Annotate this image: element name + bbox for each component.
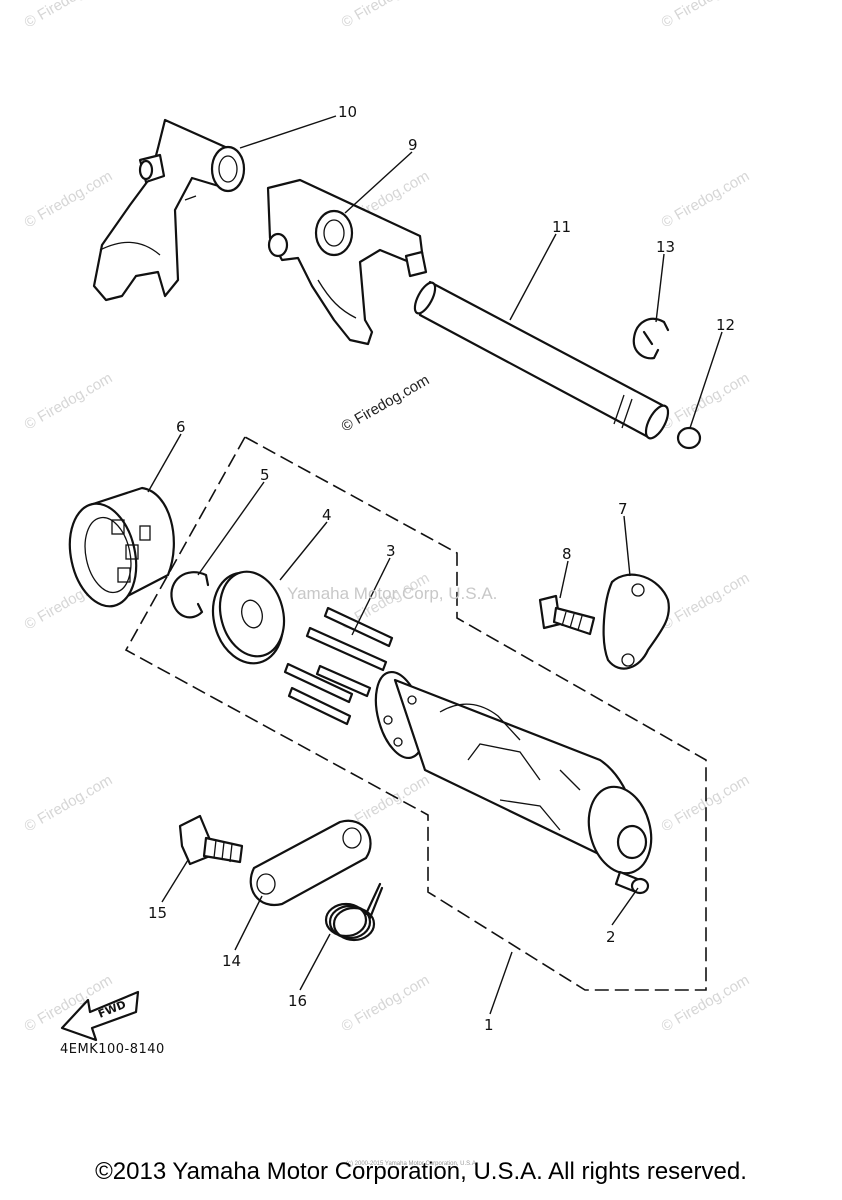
callout-1: 1	[484, 1016, 494, 1034]
watermark-text: © Firedog.com	[659, 167, 753, 231]
bearing-6	[68, 486, 175, 608]
shift-drum-1	[374, 671, 653, 875]
part-code: 4EMK100-8140	[60, 1042, 165, 1057]
circlip-5	[170, 571, 210, 619]
dowel-pin-2	[614, 870, 650, 895]
callout-5: 5	[260, 466, 270, 484]
o-ring-12	[676, 426, 702, 450]
shift-fork-9	[266, 178, 428, 346]
shift-fork-10	[92, 118, 246, 302]
callout-11: 11	[552, 218, 571, 236]
callout-8: 8	[562, 545, 572, 563]
watermark-text: © Firedog.com	[22, 771, 116, 835]
center-watermark: Yamaha Motor Corp, U.S.A.	[287, 584, 498, 603]
bolt-8	[538, 594, 596, 636]
callout-10: 10	[338, 103, 357, 121]
circlip-13	[632, 317, 670, 360]
watermark-text: © Firedog.com	[339, 971, 433, 1035]
pins-3	[283, 606, 394, 726]
callout-15: 15	[148, 904, 167, 922]
watermark-text-dark: © Firedog.com	[339, 371, 433, 435]
copyright-footer: ©2013 Yamaha Motor Corporation, U.S.A. A…	[95, 1158, 747, 1185]
callouts: 10 9 11 13 12 6 5 4 3 7 8 2 1 15 14 16	[148, 103, 735, 1034]
callout-12: 12	[716, 316, 735, 334]
watermark-text: © Firedog.com	[659, 569, 753, 633]
callout-3: 3	[386, 542, 396, 560]
watermark-text: © Firedog.com	[659, 0, 753, 31]
callout-7: 7	[618, 500, 628, 518]
spring-16	[324, 882, 384, 942]
callout-9: 9	[408, 136, 418, 154]
watermark-text: © Firedog.com	[659, 369, 753, 433]
callout-2: 2	[606, 928, 616, 946]
callout-6: 6	[176, 418, 186, 436]
watermark-text: © Firedog.com	[22, 167, 116, 231]
callout-4: 4	[322, 506, 332, 524]
watermark-text: © Firedog.com	[22, 0, 116, 31]
lever-arm-14	[249, 819, 372, 907]
watermark-text: © Firedog.com	[22, 369, 116, 433]
watermark-text: © Firedog.com	[339, 0, 433, 31]
guide-bar-11	[413, 280, 670, 440]
leader-lines	[147, 115, 723, 1015]
bolt-15	[178, 814, 244, 866]
washer-4	[211, 570, 286, 665]
fine-print: (c) 2000-2015 Yamaha Motor Corporation, …	[346, 1161, 478, 1167]
assembly-boundary	[124, 435, 707, 991]
stopper-plate-7	[602, 573, 670, 670]
callout-14: 14	[222, 952, 241, 970]
callout-13: 13	[656, 238, 675, 256]
callout-16: 16	[288, 992, 307, 1010]
